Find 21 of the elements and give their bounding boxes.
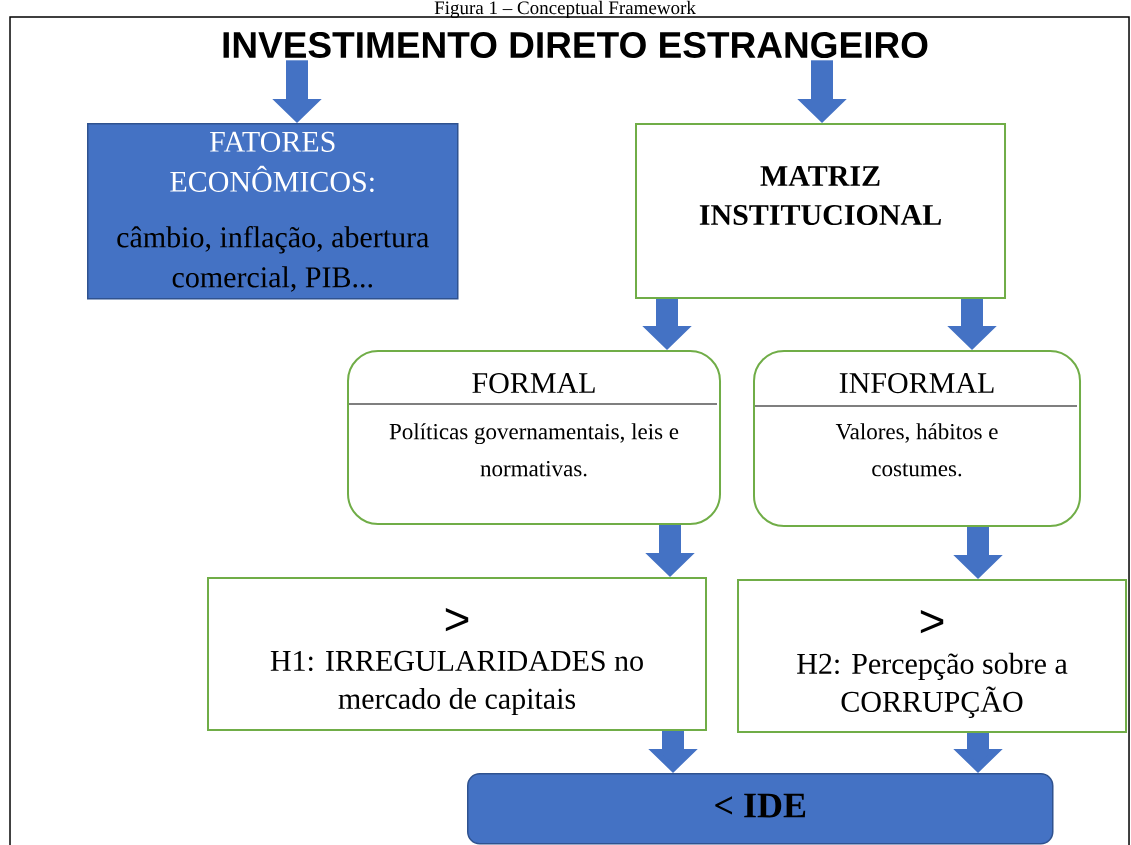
heading-text: INVESTIMENTO DIRETO ESTRANGEIRO [223, 31, 928, 59]
box-text: < IDE [715, 793, 806, 818]
box-heading: FORMAL [472, 373, 595, 394]
box-text: Valores, hábitos e costumes. [835, 423, 998, 477]
process-box [207, 577, 707, 731]
caption-text: Figura 1 – Conceptual Framework [434, 0, 696, 19]
comparison-sign: > [920, 610, 944, 634]
box-text: H2: Percepção sobre a CORRUPÇÃO [797, 652, 1068, 718]
factor-box [87, 123, 459, 300]
box-text: H1: IRREGULARIDADES no mercado de capitais [270, 650, 643, 716]
process-box [737, 579, 1127, 733]
box-text: MATRIZ INSTITUCIONAL [699, 166, 941, 226]
rounded-box [753, 350, 1081, 527]
process-box [635, 123, 1006, 299]
rounded-box [347, 350, 721, 525]
box-heading: INFORMAL [839, 373, 994, 394]
box-text: Políticas governamentais, leis e normativas. [389, 423, 679, 477]
result-box [467, 773, 1054, 845]
box-text: câmbio, inflação, abertura comercial, PIB... [117, 226, 429, 292]
box-heading: FATORES ECONÔMICOS: [170, 131, 374, 193]
comparison-sign: > [445, 608, 469, 632]
